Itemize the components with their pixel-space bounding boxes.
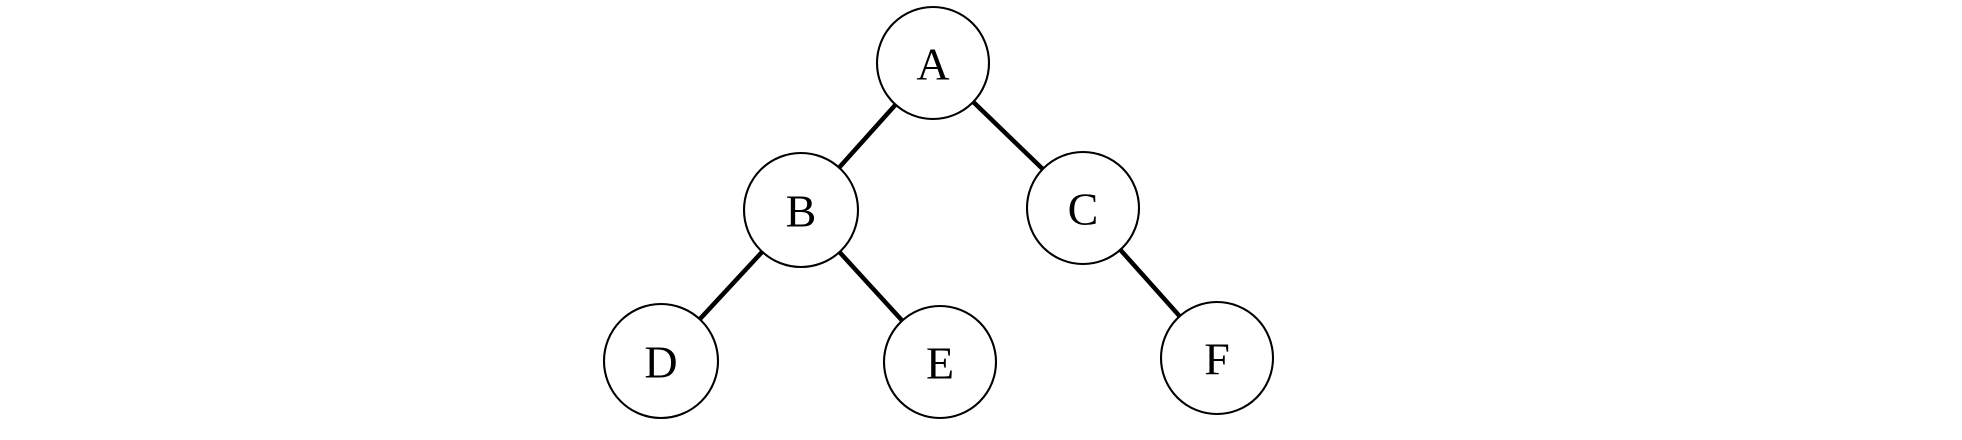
- tree-node-circle-d[interactable]: [602, 302, 720, 420]
- nodes-layer: AB C D E F: [602, 5, 1275, 420]
- tree-edge-a-b: [836, 102, 898, 170]
- edges-layer: [697, 99, 1183, 323]
- tree-node-circle-b[interactable]: [742, 151, 860, 269]
- tree-edge-a-c: [970, 99, 1046, 172]
- tree-node-circle-c[interactable]: [1025, 150, 1141, 266]
- tree-edge-b-d: [697, 249, 765, 322]
- tree-node-e[interactable]: E: [882, 304, 998, 420]
- tree-node-a[interactable]: A: [875, 5, 991, 121]
- tree-node-b[interactable]: B: [742, 151, 860, 269]
- tree-node-circle-f[interactable]: [1159, 300, 1275, 416]
- tree-edge-c-f: [1117, 247, 1183, 319]
- tree-node-c[interactable]: C: [1025, 150, 1141, 266]
- tree-node-d[interactable]: D: [602, 302, 720, 420]
- tree-node-circle-a[interactable]: [875, 5, 991, 121]
- tree-edge-b-e: [837, 249, 905, 323]
- tree-node-circle-e[interactable]: [882, 304, 998, 420]
- tree-node-f[interactable]: F: [1159, 300, 1275, 416]
